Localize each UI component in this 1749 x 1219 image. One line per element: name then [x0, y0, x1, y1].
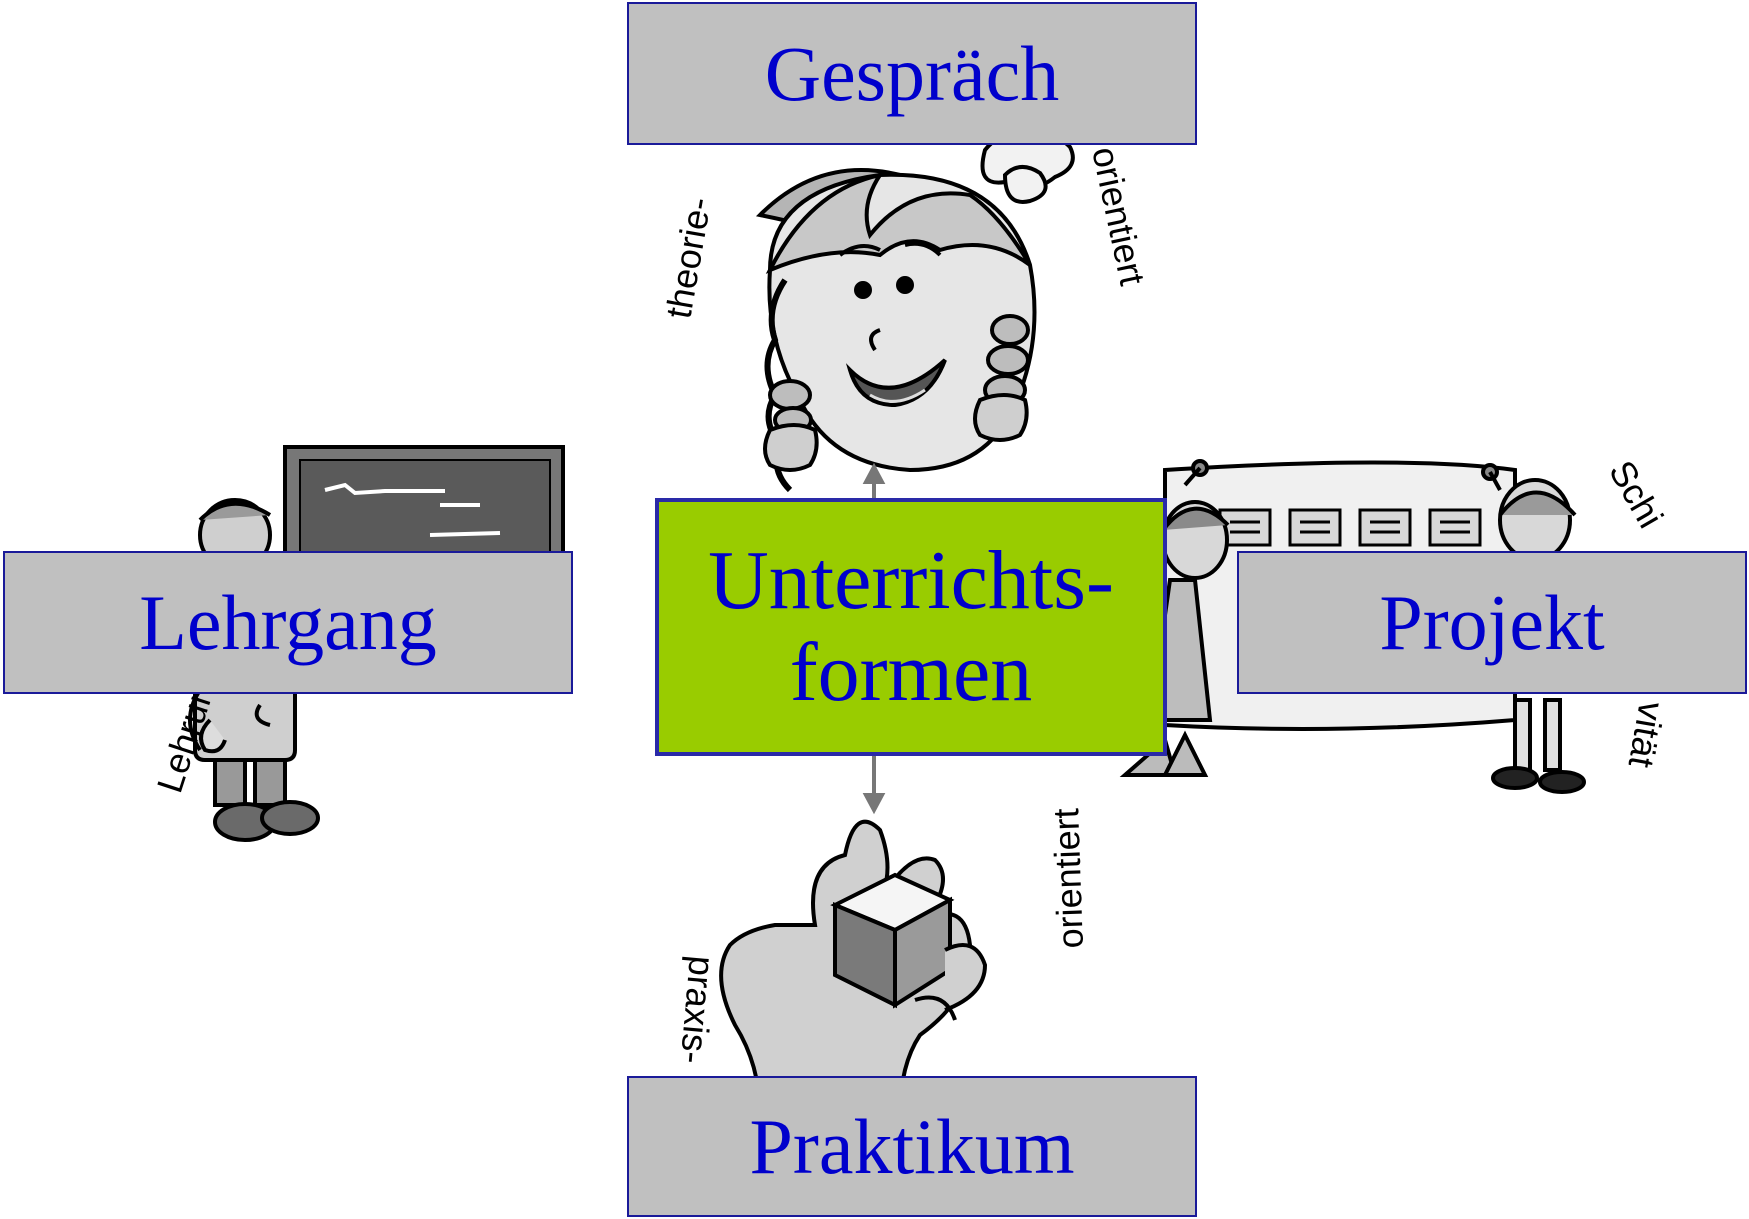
praktikum-label: Praktikum — [749, 1102, 1075, 1190]
projekt-label: Projekt — [1379, 578, 1605, 666]
gespraech-box: Gespräch — [627, 2, 1197, 145]
hand-cube-illustration — [719, 819, 988, 1117]
arc-label-schi: Schi — [1601, 454, 1672, 535]
lehrgang-box: Lehrgang — [3, 551, 573, 694]
arrow-up-head — [862, 462, 886, 484]
arc-label-orientiert-top: orientiert — [1084, 143, 1153, 289]
arc-label-vitaet: vität — [1621, 699, 1673, 771]
arc-label-orientiert-bottom: orientiert — [1045, 808, 1091, 949]
arrow-down-head — [862, 793, 886, 815]
lehrgang-label: Lehrgang — [139, 578, 437, 666]
arc-label-praxis: praxis- — [673, 954, 723, 1065]
arc-label-theorie: theorie- — [658, 194, 720, 321]
praktikum-box: Praktikum — [627, 1076, 1197, 1217]
gespraech-label: Gespräch — [764, 29, 1060, 117]
girl-face-illustration — [755, 133, 1075, 493]
projekt-box: Projekt — [1237, 551, 1747, 694]
center-title-line2: formen — [789, 626, 1033, 719]
unterrichtsformen-center-box: Unterrichts- formen — [655, 498, 1167, 756]
connector-arrows — [862, 462, 886, 815]
center-title-line1: Unterrichts- — [708, 533, 1114, 627]
